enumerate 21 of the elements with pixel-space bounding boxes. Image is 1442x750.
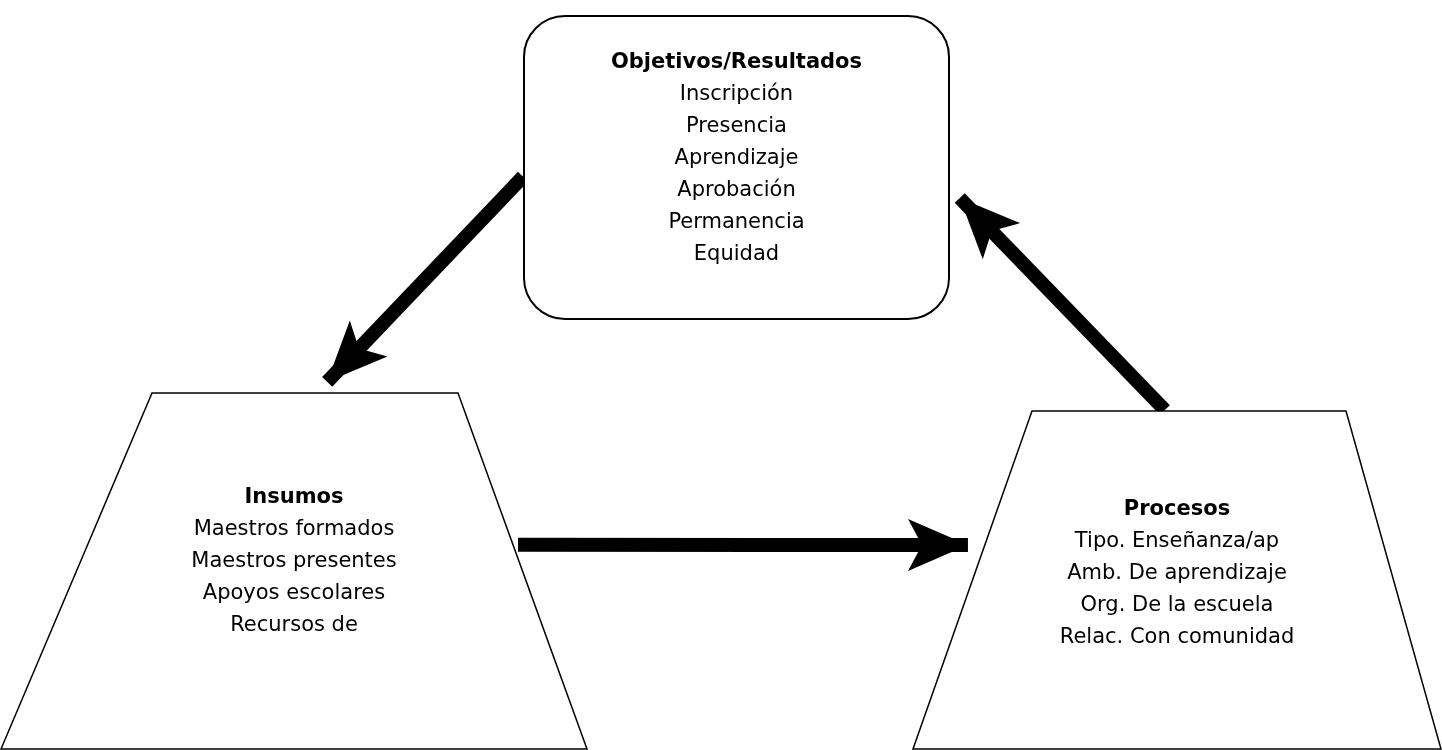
list-item: Tipo. Enseñanza/ap <box>1074 527 1280 554</box>
list-item: Maestros presentes <box>191 547 397 574</box>
trapezoid <box>0 392 588 750</box>
list-item: Aprendizaje <box>674 144 799 171</box>
list-item: Inscripción <box>679 80 794 107</box>
block-arrow <box>518 518 968 571</box>
node-heading: Insumos <box>244 483 344 510</box>
list-item: Apoyos escolares <box>202 579 386 606</box>
node-heading: Objetivos/Resultados <box>610 48 863 75</box>
trapezoid <box>912 410 1442 750</box>
list-item: Relac. Con comunidad <box>1059 623 1295 650</box>
list-item: Recursos de <box>230 611 358 638</box>
list-item: Aprobación <box>677 176 796 203</box>
list-item: Maestros formados <box>193 515 395 542</box>
list-item: Equidad <box>693 240 780 267</box>
list-item: Org. De la escuela <box>1080 591 1274 618</box>
node-heading: Procesos <box>1123 495 1231 522</box>
list-item: Amb. De aprendizaje <box>1067 559 1287 586</box>
rounded-box <box>523 15 950 320</box>
list-item: Permanencia <box>668 208 805 235</box>
list-item: Presencia <box>686 112 787 139</box>
